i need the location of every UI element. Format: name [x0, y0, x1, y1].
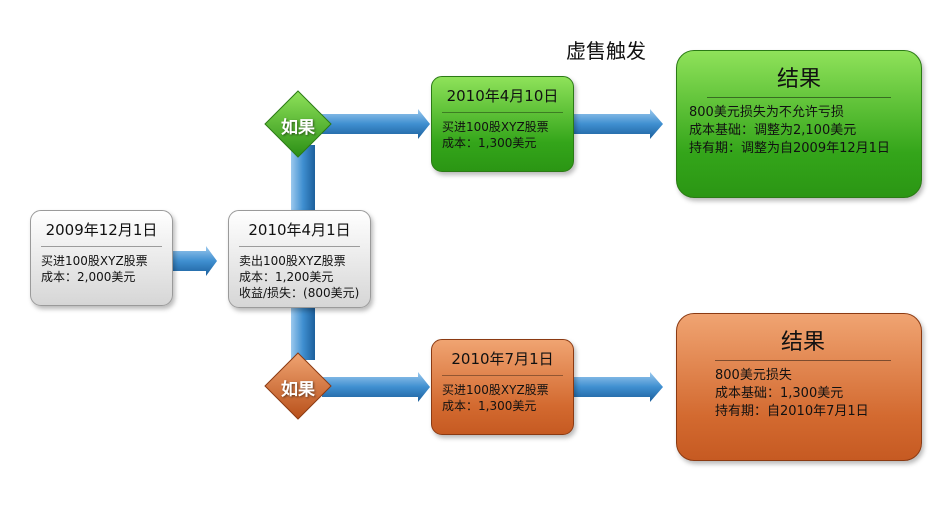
bottom-date: 2010年7月1日: [442, 348, 563, 376]
bottom-result-title: 结果: [715, 324, 891, 361]
top-result-line: 成本基础：调整为2,100美元: [689, 123, 857, 138]
top-result-box: 结果 800美元损失为不允许亏损 成本基础：调整为2,100美元 持有期：调整为…: [676, 50, 922, 198]
top-purchase-box: 2010年4月10日 买进100股XYZ股票 成本：1,300美元: [431, 76, 574, 172]
start-purchase-box: 2009年12月1日 买进100股XYZ股票 成本：2,000美元: [30, 210, 173, 306]
bottom-line: 买进100股XYZ股票: [442, 383, 549, 397]
sale-line: 卖出100股XYZ股票: [239, 254, 346, 268]
arrow-bottom-to-result: [574, 372, 663, 402]
arrow-top-to-result: [574, 109, 663, 139]
sale-date: 2010年4月1日: [239, 219, 360, 247]
decision-label-top: 如果: [281, 118, 315, 138]
sale-box: 2010年4月1日 卖出100股XYZ股票 成本：1,200美元 收益/损失：(…: [228, 210, 371, 308]
top-line: 买进100股XYZ股票: [442, 120, 549, 134]
top-result-title: 结果: [707, 61, 891, 98]
top-date: 2010年4月10日: [442, 85, 563, 113]
start-line: 成本：2,000美元: [41, 270, 136, 284]
bottom-result-line: 持有期：自2010年7月1日: [715, 404, 869, 419]
connector-vertical-bottom: [291, 308, 315, 360]
start-date: 2009年12月1日: [41, 219, 162, 247]
decision-diamond-top: [264, 90, 332, 158]
bottom-line: 成本：1,300美元: [442, 399, 537, 413]
connector-vertical-top: [291, 145, 315, 213]
decision-diamond-bottom: [264, 352, 332, 420]
bottom-result-line: 成本基础：1,300美元: [715, 386, 844, 401]
diagram-heading: 虚售触发: [566, 39, 646, 63]
arrow-if-to-bottom: [322, 372, 430, 402]
top-line: 成本：1,300美元: [442, 136, 537, 150]
sale-line: 成本：1,200美元: [239, 270, 334, 284]
arrow-start-to-sale: [172, 246, 217, 276]
bottom-result-line: 800美元损失: [715, 368, 792, 383]
top-result-line: 持有期：调整为自2009年12月1日: [689, 141, 890, 156]
start-line: 买进100股XYZ股票: [41, 254, 148, 268]
bottom-purchase-box: 2010年7月1日 买进100股XYZ股票 成本：1,300美元: [431, 339, 574, 435]
bottom-result-box: 结果 800美元损失 成本基础：1,300美元 持有期：自2010年7月1日: [676, 313, 922, 461]
decision-label-bottom: 如果: [281, 380, 315, 400]
top-result-line: 800美元损失为不允许亏损: [689, 105, 844, 120]
arrow-if-to-top: [322, 109, 430, 139]
sale-line: 收益/损失：(800美元): [239, 286, 360, 300]
